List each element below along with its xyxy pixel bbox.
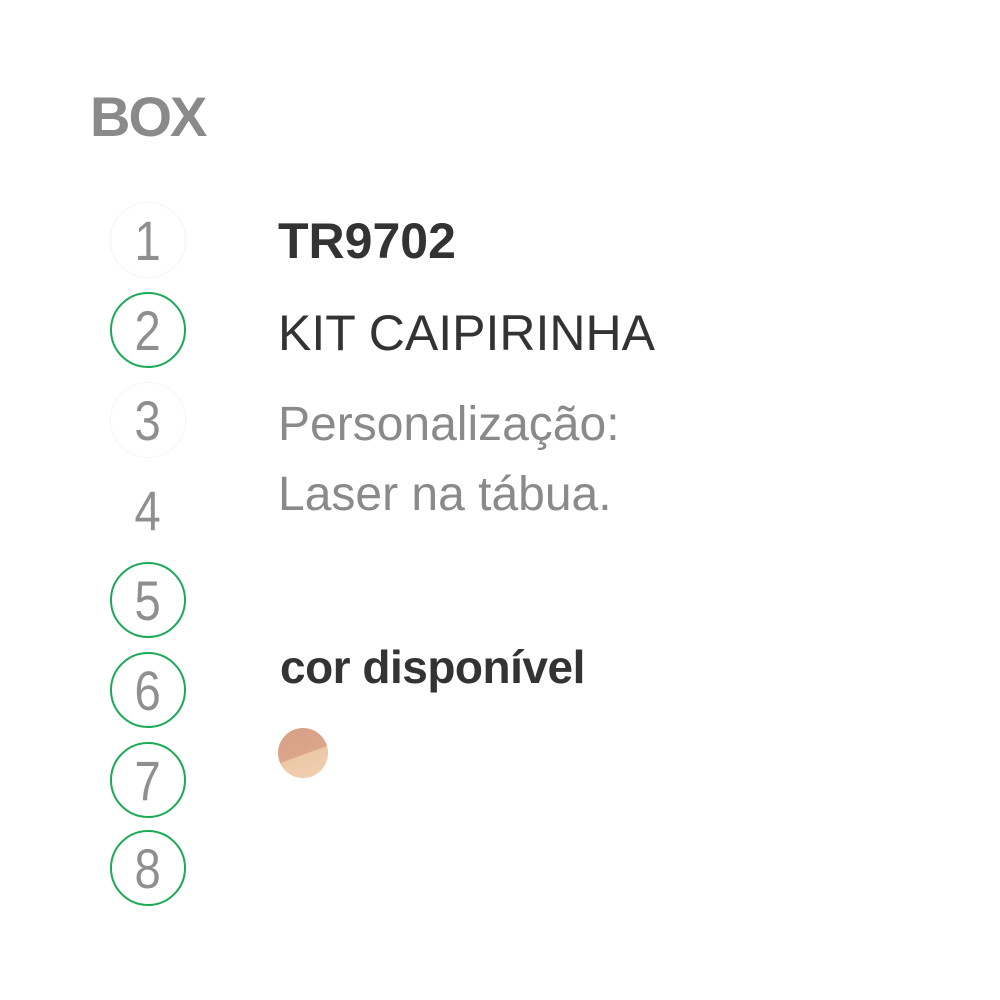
step-number: 8 bbox=[134, 836, 162, 900]
step-7: 7 bbox=[110, 742, 186, 818]
step-number: 5 bbox=[134, 568, 162, 632]
product-description: Personalização: Laser na tábua. bbox=[278, 390, 620, 530]
box-title: BOX bbox=[90, 85, 207, 148]
step-8: 8 bbox=[110, 830, 186, 906]
step-number: 6 bbox=[134, 658, 162, 722]
description-line: Personalização: bbox=[278, 398, 620, 451]
description-line: Laser na tábua. bbox=[278, 468, 612, 521]
step-3: 3 bbox=[110, 382, 186, 458]
product-name: KIT CAIPIRINHA bbox=[278, 305, 655, 361]
step-1: 1 bbox=[110, 202, 186, 278]
step-number: 3 bbox=[134, 388, 162, 452]
available-color-label: cor disponível bbox=[280, 641, 585, 693]
step-number: 7 bbox=[134, 748, 162, 812]
step-number: 4 bbox=[134, 478, 162, 542]
step-number: 2 bbox=[134, 298, 162, 362]
color-swatch-wood[interactable] bbox=[278, 728, 328, 778]
product-code: TR9702 bbox=[278, 213, 456, 269]
step-6: 6 bbox=[110, 652, 186, 728]
step-number: 1 bbox=[134, 208, 162, 272]
step-2: 2 bbox=[110, 292, 186, 368]
step-5: 5 bbox=[110, 562, 186, 638]
step-4: 4 bbox=[110, 472, 186, 548]
